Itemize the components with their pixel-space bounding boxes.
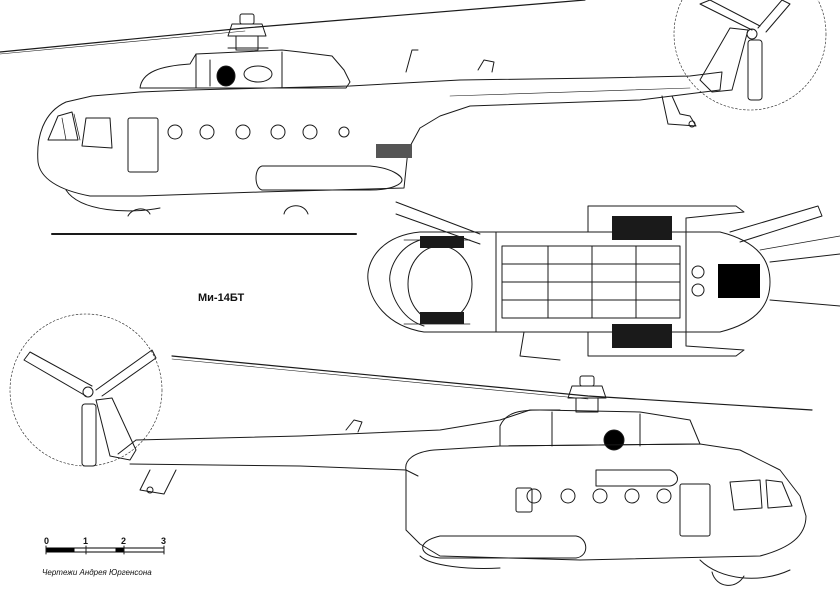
cabin-windows xyxy=(167,124,350,140)
plan-view xyxy=(367,201,840,361)
sponson-pod-lower xyxy=(422,535,587,559)
cabin-windows-lower xyxy=(526,488,672,504)
engine-intake-dark xyxy=(216,65,236,87)
plan-sponson-top xyxy=(587,205,745,233)
rotor-head-lower xyxy=(567,375,607,413)
model-label: Ми-14БТ xyxy=(198,292,245,304)
main-rotor-blade-lower xyxy=(171,355,813,411)
engine-cowling xyxy=(139,49,351,89)
cockpit-door xyxy=(127,117,159,173)
tail-rotor-lower xyxy=(9,313,163,467)
rotor-hub-dark xyxy=(718,264,760,298)
cockpit-window-lower xyxy=(729,479,763,511)
cockpit-window xyxy=(47,111,79,141)
plan-nose xyxy=(367,231,497,333)
tail-fin-lower xyxy=(95,397,137,461)
sponson-pod xyxy=(255,165,403,191)
scale-tick-0: 0 xyxy=(44,536,50,546)
scale-tick-1: 1 xyxy=(83,536,89,546)
cockpit-door-lower xyxy=(679,483,711,537)
side-view-right-facing xyxy=(9,313,813,586)
main-rotor-blade xyxy=(0,0,586,53)
engine-cowling-lower xyxy=(499,409,701,447)
side-view-left-facing xyxy=(0,0,827,235)
fuselage-lower xyxy=(405,443,807,561)
tail-rotor xyxy=(673,0,827,111)
scale-tick-2: 2 xyxy=(121,536,127,546)
scale-tick-3: 3 xyxy=(161,536,167,546)
credit-text: Чертежи Андрея Юргенсона xyxy=(42,568,152,577)
rotor-head xyxy=(227,13,269,51)
engine-bottom-dark xyxy=(612,324,672,348)
engine-top-dark xyxy=(612,216,672,240)
fuselage xyxy=(37,71,723,197)
engine-intake-dark-lower xyxy=(603,429,625,451)
scale-bar xyxy=(45,545,165,555)
tail-fin xyxy=(699,27,749,93)
plan-cockpit xyxy=(407,245,473,323)
